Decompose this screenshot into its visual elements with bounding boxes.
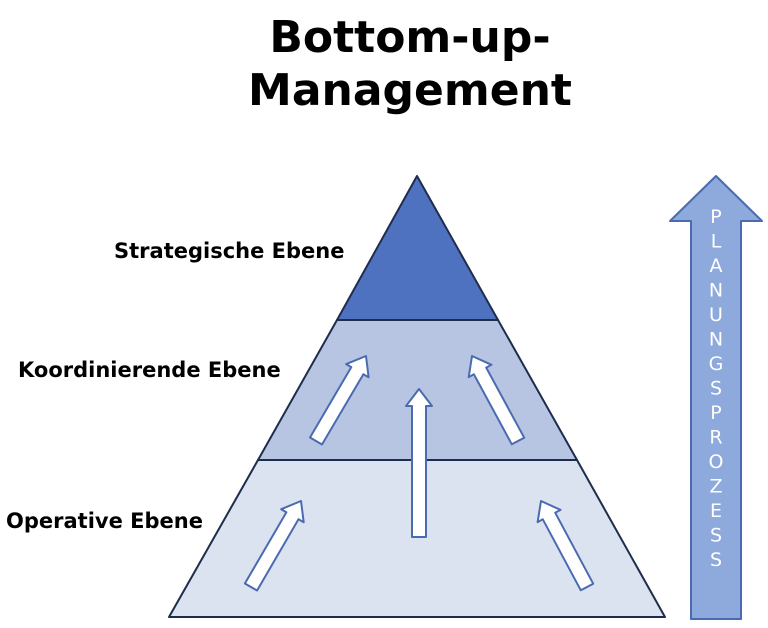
planning-process-letter: N <box>709 329 723 351</box>
upward-arrow-icon <box>405 388 433 538</box>
planning-process-letter: P <box>710 206 721 228</box>
label-koordinierende-ebene: Koordinierende Ebene <box>18 358 281 382</box>
planning-process-letter: E <box>710 500 722 522</box>
planning-process-letter: S <box>710 525 722 547</box>
label-operative-ebene: Operative Ebene <box>6 509 203 533</box>
label-strategische-ebene: Strategische Ebene <box>114 239 345 263</box>
planning-process-letter: A <box>710 255 723 277</box>
title-line-1: Bottom-up- <box>269 12 551 63</box>
upward-arrow-icon <box>536 500 595 592</box>
planning-process-letter: L <box>711 231 722 253</box>
planning-process-letter: S <box>710 378 722 400</box>
title-line-2: Management <box>248 65 572 116</box>
upward-arrow-icon <box>243 500 305 592</box>
planning-process-letter: N <box>709 280 723 302</box>
upward-arrow-icon <box>309 355 370 446</box>
planning-process-arrow <box>669 175 763 620</box>
pyramid-tier-operative <box>168 459 666 618</box>
planning-process-letter: Z <box>709 476 722 498</box>
upward-arrow-icon <box>467 355 526 446</box>
pyramid-tier-strategic <box>336 175 499 321</box>
planning-process-letter: O <box>709 451 724 473</box>
planning-process-letter: S <box>710 549 722 571</box>
planning-process-letter: U <box>709 304 723 326</box>
planning-process-letter: G <box>709 353 724 375</box>
planning-process-letter: R <box>709 427 722 449</box>
planning-process-letter: P <box>710 402 721 424</box>
